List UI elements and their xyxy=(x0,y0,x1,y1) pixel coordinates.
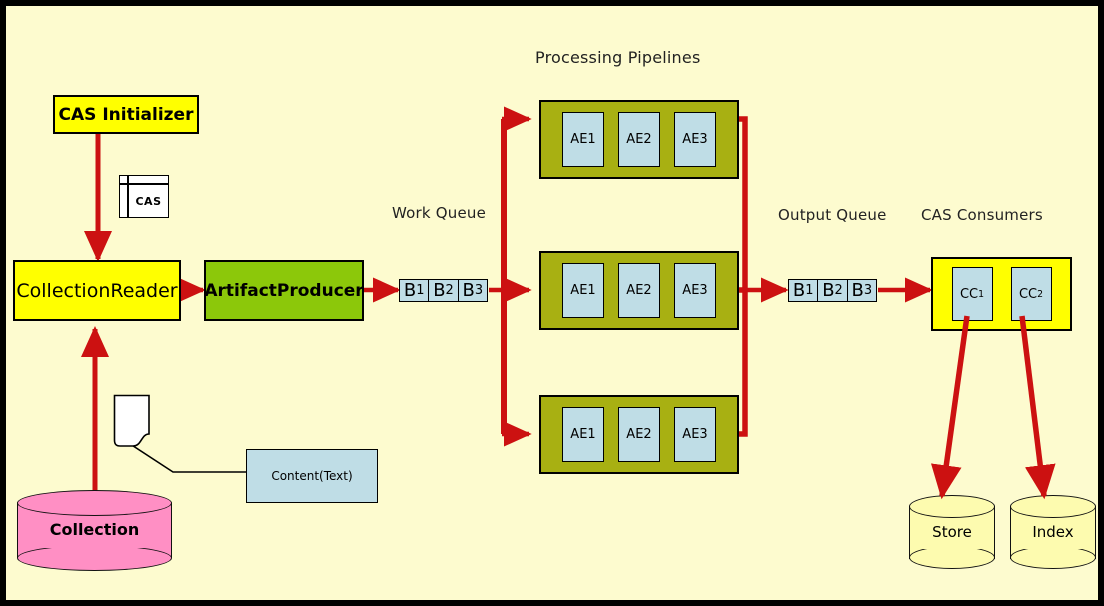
pipeline-stage-label: AE3 xyxy=(682,283,708,298)
pipeline-stage-label: AE1 xyxy=(570,427,596,442)
cas-initializer-box[interactable]: CAS Initializer xyxy=(53,95,199,134)
pipeline-stage-label: AE2 xyxy=(626,427,652,442)
pipeline-stage-label: AE1 xyxy=(570,283,596,298)
cas-document-icon: CAS xyxy=(119,175,169,218)
cas-icon-vline xyxy=(127,176,129,217)
cas-consumers-label: CAS Consumers xyxy=(921,206,1043,224)
output-queue-item-cell-subscript: 3 xyxy=(863,282,873,298)
output-queue-item-cell-label: B xyxy=(792,279,806,301)
store-cylinder[interactable]: Store xyxy=(909,495,995,571)
pipeline-stage-label: AE3 xyxy=(682,132,708,147)
pipeline-box-3[interactable]: AE1 AE2 AE3 xyxy=(539,395,739,474)
work-queue-item-cell-subscript: 3 xyxy=(474,282,484,298)
output-queue-item-cell-subscript: 2 xyxy=(834,282,843,298)
artifact-producer-label: ArtifactProducer xyxy=(204,280,364,301)
store-label: Store xyxy=(932,523,972,541)
pipeline-box-1[interactable]: AE1 AE2 AE3 xyxy=(539,100,739,179)
arrow-cc1-to-store xyxy=(930,315,970,500)
pipeline-1-stage-1[interactable]: AE1 xyxy=(562,112,604,167)
collection-label: Collection xyxy=(49,520,140,539)
pipeline-stage-label: AE2 xyxy=(626,283,652,298)
cas-consumer-label: CC xyxy=(1018,286,1038,302)
collection-reader-box[interactable]: CollectionReader xyxy=(13,260,181,321)
output-queue-label: Output Queue xyxy=(778,206,887,224)
content-text-label: Content(Text) xyxy=(271,469,353,483)
pipeline-stage-label: AE1 xyxy=(570,132,596,147)
store-cyl-bottom-cap xyxy=(909,546,995,569)
index-label: Index xyxy=(1032,523,1074,541)
cas-icon-label: CAS xyxy=(135,194,162,208)
pipeline-1-stage-3[interactable]: AE3 xyxy=(674,112,716,167)
processing-pipelines-label: Processing Pipelines xyxy=(535,48,701,67)
document-note-icon xyxy=(113,394,150,447)
pipeline-box-2[interactable]: AE1 AE2 AE3 xyxy=(539,251,739,330)
store-cyl-top-cap xyxy=(909,495,995,518)
work-queue-item-cell-label: B xyxy=(433,279,446,301)
pipeline-stage-label: AE2 xyxy=(626,132,652,147)
pipeline-2-stage-3[interactable]: AE3 xyxy=(674,263,716,318)
artifact-producer-box[interactable]: ArtifactProducer xyxy=(204,260,364,321)
work-queue-label: Work Queue xyxy=(392,204,487,222)
output-queue-item-cell-subscript: 1 xyxy=(805,282,814,298)
diagram-stage: CAS Initializer CAS CollectionReader Art… xyxy=(6,6,1098,600)
cas-consumer-subscript: 2 xyxy=(1037,288,1044,300)
output-queue-item-cell-label: B xyxy=(822,279,835,301)
index-cyl-bottom-cap xyxy=(1010,546,1096,569)
work-queue-item-cell-subscript: 1 xyxy=(416,282,425,298)
collection-reader-label: CollectionReader xyxy=(16,279,178,302)
index-cyl-top-cap xyxy=(1010,495,1096,518)
work-queue-item-cell-label: B xyxy=(462,279,475,301)
work-queue-item-cell-subscript: 2 xyxy=(445,282,454,298)
work-queue-item-cell-label: B xyxy=(403,279,417,301)
content-text-box[interactable]: Content(Text) xyxy=(246,449,378,503)
output-queue-item-cell-label: B xyxy=(851,279,864,301)
collection-cylinder[interactable]: Collection xyxy=(17,490,172,572)
collection-cyl-top-cap xyxy=(17,490,172,516)
cas-icon-hline xyxy=(120,183,168,185)
pipeline-3-stage-3[interactable]: AE3 xyxy=(674,407,716,462)
pipeline-stage-label: AE3 xyxy=(682,427,708,442)
cas-initializer-label: CAS Initializer xyxy=(58,104,194,125)
pipeline-2-stage-1[interactable]: AE1 xyxy=(562,263,604,318)
pipeline-3-stage-1[interactable]: AE1 xyxy=(562,407,604,462)
pipeline-2-stage-2[interactable]: AE2 xyxy=(618,263,660,318)
cas-consumer-subscript: 1 xyxy=(978,288,985,300)
collection-cyl-bottom-cap xyxy=(17,545,172,571)
pipeline-3-stage-2[interactable]: AE2 xyxy=(618,407,660,462)
index-cylinder[interactable]: Index xyxy=(1010,495,1096,571)
pipeline-1-stage-2[interactable]: AE2 xyxy=(618,112,660,167)
arrow-cc2-to-index xyxy=(1019,315,1056,500)
cas-consumer-label: CC xyxy=(959,286,979,302)
